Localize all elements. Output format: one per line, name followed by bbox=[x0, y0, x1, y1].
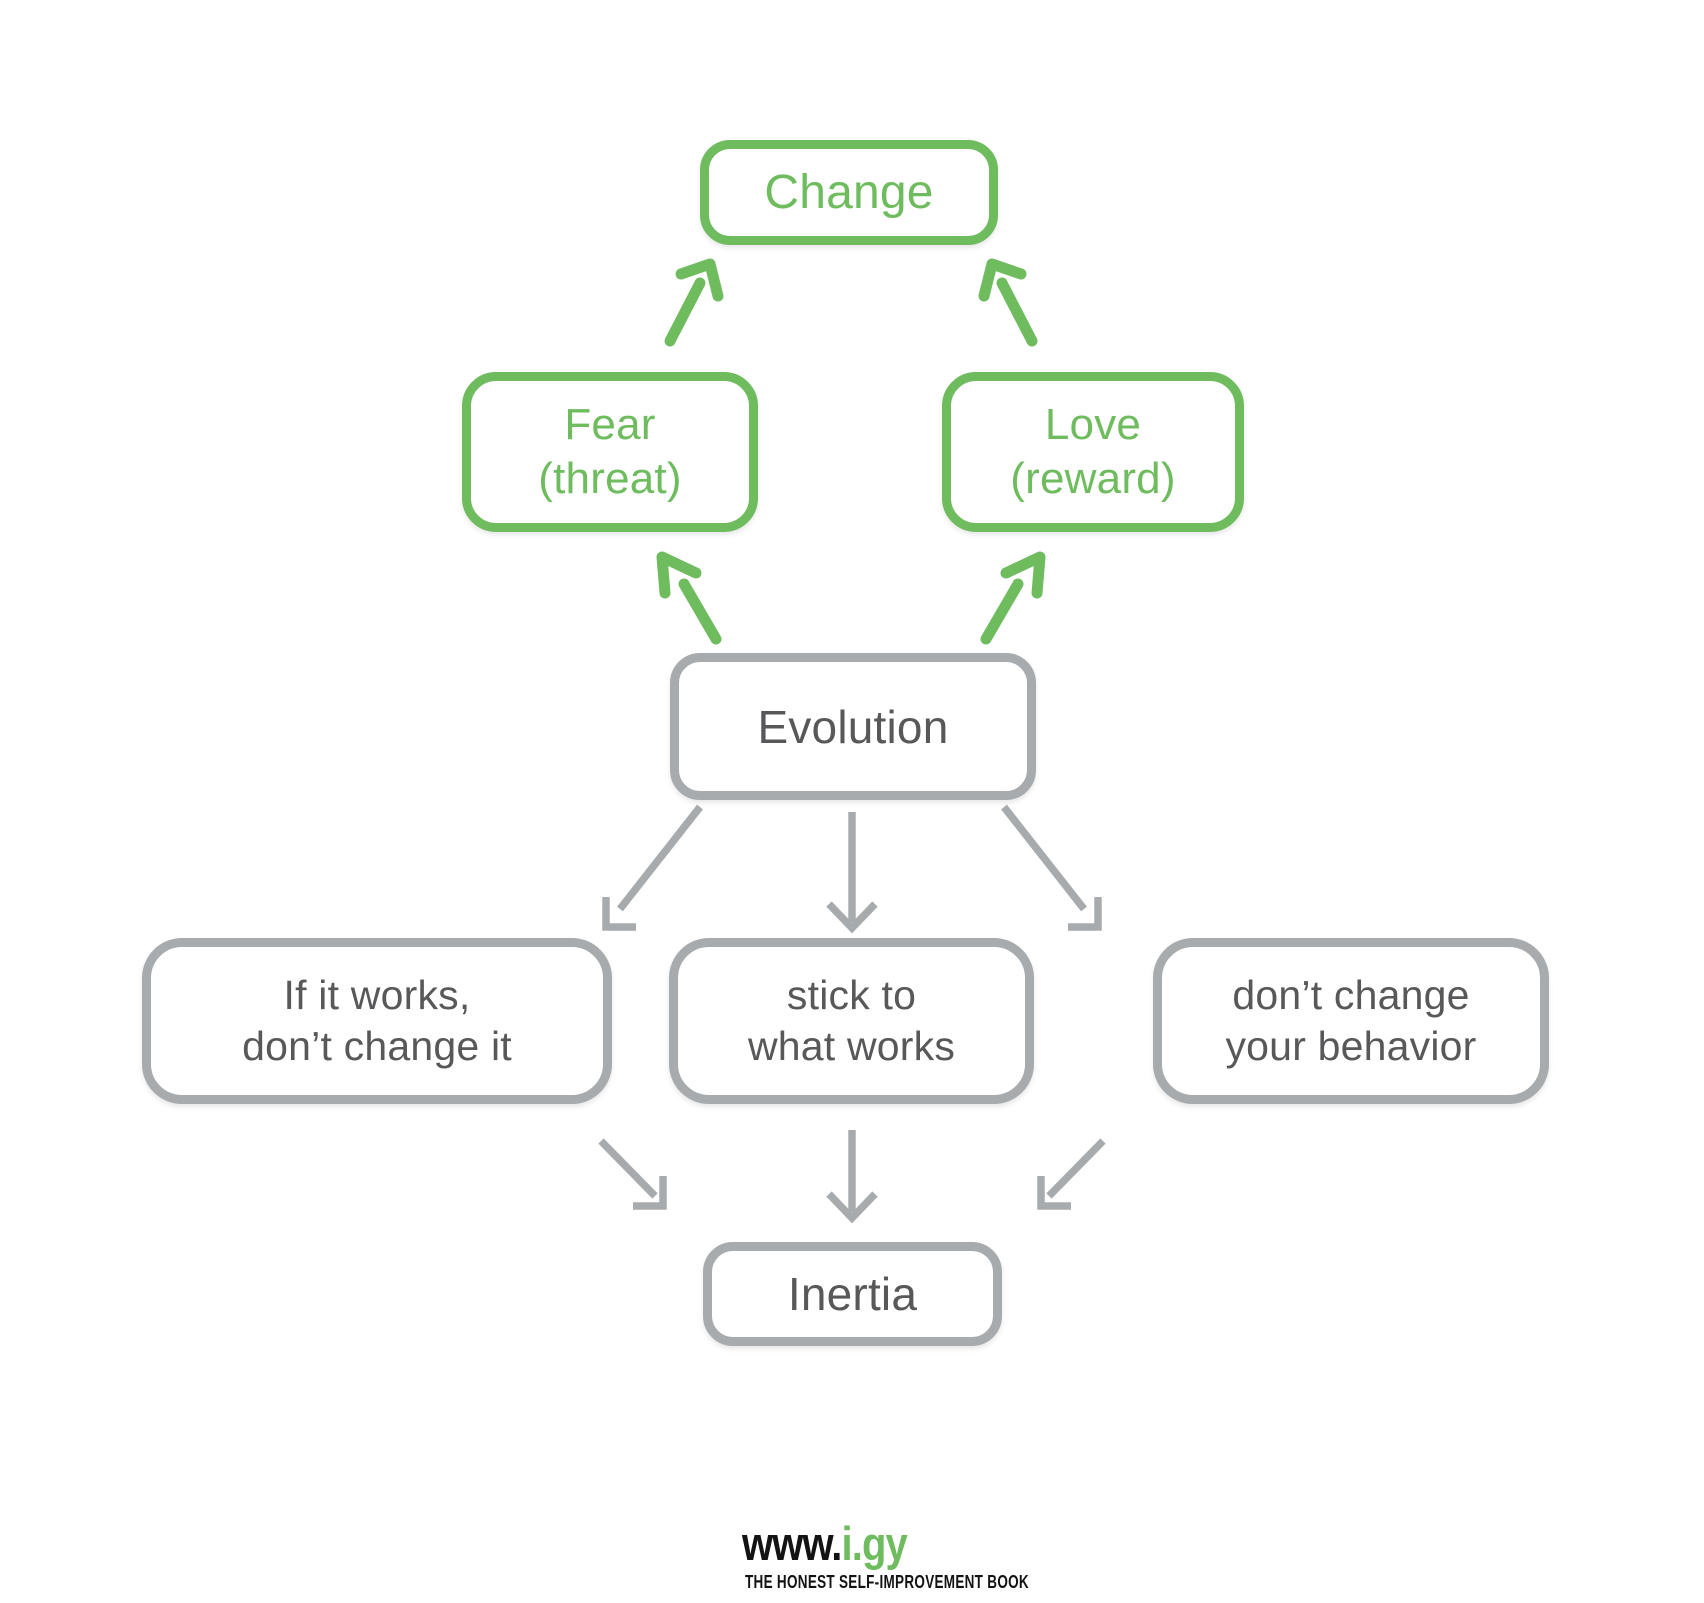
node-inertia-label: Inertia bbox=[787, 1268, 918, 1320]
node-if-it-works-line1: If it works, bbox=[283, 971, 471, 1018]
node-dont-change-line1: don’t change bbox=[1232, 971, 1470, 1018]
footer-url-domain: i.gy bbox=[841, 1517, 907, 1570]
node-fear: Fear (threat) bbox=[462, 372, 758, 532]
arrow-evolution-to-fear bbox=[656, 551, 722, 645]
arrow-evolution-to-dont-change bbox=[1001, 804, 1102, 931]
node-love: Love (reward) bbox=[942, 372, 1244, 532]
footer-logo: www.i.gy bbox=[742, 1516, 908, 1571]
arrow-stick-to-to-inertia bbox=[826, 1130, 878, 1224]
node-inertia: Inertia bbox=[703, 1242, 1002, 1346]
node-love-line2: (reward) bbox=[1010, 454, 1176, 503]
footer-url-prefix: www. bbox=[742, 1517, 842, 1570]
arrow-evolution-to-stick-to bbox=[826, 812, 878, 934]
node-if-it-works-line2: don’t change it bbox=[242, 1023, 512, 1069]
arrow-fear-to-change bbox=[664, 258, 724, 347]
arrow-if-it-works-to-inertia bbox=[598, 1138, 667, 1210]
arrow-evolution-to-love bbox=[980, 551, 1046, 645]
node-stick-to-line2: what works bbox=[747, 1023, 956, 1069]
node-love-line1: Love bbox=[1044, 400, 1142, 450]
node-fear-line1: Fear bbox=[564, 400, 656, 450]
node-stick-to-line1: stick to bbox=[786, 971, 917, 1018]
node-change: Change bbox=[700, 140, 998, 245]
node-stick-to: stick to what works bbox=[669, 938, 1034, 1104]
node-evolution: Evolution bbox=[670, 653, 1036, 800]
arrow-dont-change-to-inertia bbox=[1037, 1138, 1106, 1210]
footer-tagline: THE HONEST SELF-IMPROVEMENT BOOK bbox=[745, 1571, 1029, 1592]
node-change-label: Change bbox=[764, 166, 934, 219]
arrow-evolution-to-if-it-works bbox=[602, 804, 703, 931]
node-fear-line2: (threat) bbox=[538, 454, 682, 503]
arrow-love-to-change bbox=[978, 258, 1038, 347]
node-dont-change-line2: your behavior bbox=[1225, 1023, 1477, 1069]
node-if-it-works: If it works, don’t change it bbox=[142, 938, 612, 1104]
node-evolution-label: Evolution bbox=[757, 700, 949, 753]
node-dont-change: don’t change your behavior bbox=[1153, 938, 1549, 1104]
